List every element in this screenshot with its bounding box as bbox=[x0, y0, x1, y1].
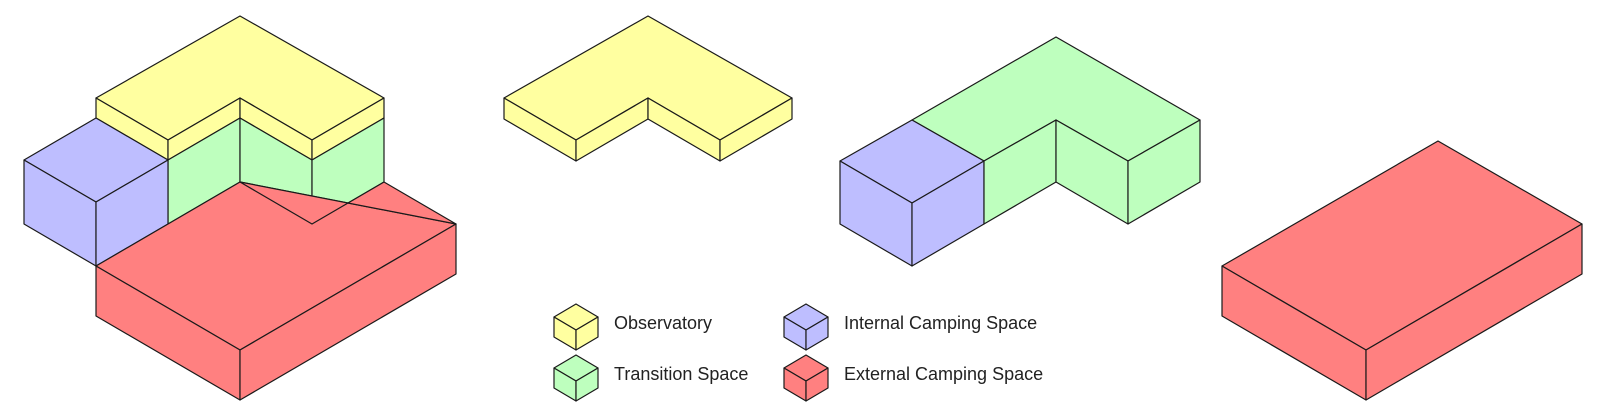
legend-item-internal: Internal Camping Space bbox=[783, 303, 1037, 351]
legend-swatch-internal bbox=[783, 303, 829, 351]
external-block bbox=[1221, 140, 1583, 401]
combined-external-top-back bbox=[239, 181, 457, 225]
transition-front-right bbox=[1127, 119, 1201, 225]
legend-swatch-observatory bbox=[553, 303, 599, 351]
legend-label-internal: Internal Camping Space bbox=[844, 313, 1037, 333]
legend: Observatory Internal Camping Space Trans… bbox=[553, 303, 1043, 402]
legend-item-external: External Camping Space bbox=[783, 354, 1043, 402]
legend-label-observatory: Observatory bbox=[614, 313, 712, 333]
legend-label-transition: Transition Space bbox=[614, 364, 748, 384]
legend-swatch-external bbox=[783, 354, 829, 402]
legend-item-transition: Transition Space bbox=[553, 354, 748, 402]
combined-external-front-right bbox=[239, 223, 457, 401]
legend-item-observatory: Observatory bbox=[553, 303, 712, 351]
observatory-top bbox=[503, 15, 793, 141]
legend-swatch-transition bbox=[553, 354, 599, 402]
observatory-front-right bbox=[719, 97, 793, 162]
combined-assembly bbox=[23, 15, 457, 401]
external-front-right bbox=[1365, 223, 1583, 401]
transition-internal-block bbox=[839, 36, 1201, 267]
observatory-block bbox=[503, 15, 793, 162]
legend-label-external: External Camping Space bbox=[844, 364, 1043, 384]
